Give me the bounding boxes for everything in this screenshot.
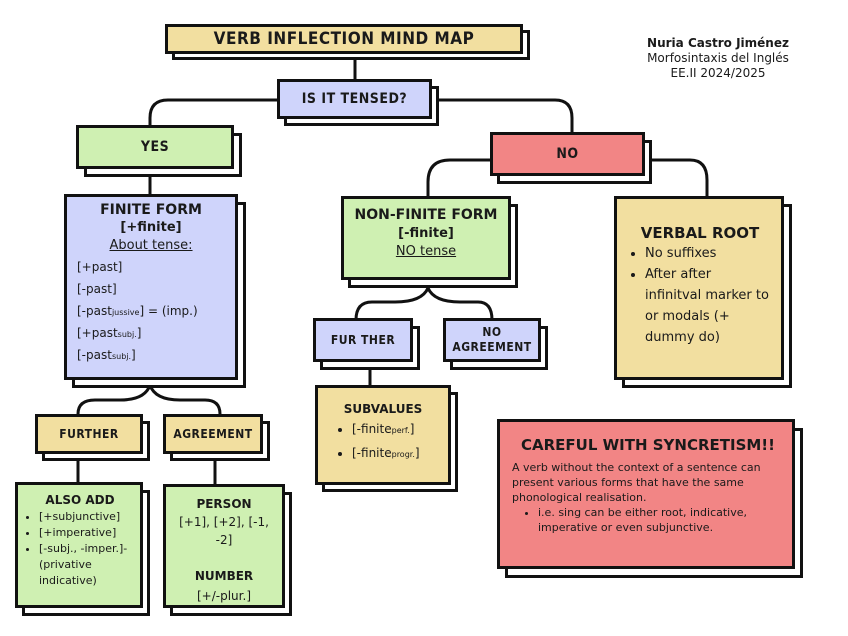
subvalues-box: SUBVALUES [-finiteperf.] [-finiteprogr.] bbox=[315, 385, 451, 485]
about-tense-heading: About tense: bbox=[109, 238, 193, 253]
author-name: Nuria Castro Jiménez bbox=[647, 36, 789, 50]
non-finite-form-box: NON-FINITE FORM [-finite] NO tense bbox=[341, 196, 511, 280]
person-title: PERSON bbox=[196, 497, 252, 511]
syncretism-title: CAREFUL WITH SYNCRETISM!! bbox=[520, 436, 775, 454]
subvalues-list: [-finiteperf.] [-finiteprogr.] bbox=[336, 418, 442, 466]
finite-feature: [+finite] bbox=[120, 220, 182, 235]
subvalues-title: SUBVALUES bbox=[343, 402, 423, 416]
author-group-year: EE.II 2024/2025 bbox=[670, 66, 766, 80]
tense-value: [+past] bbox=[77, 260, 123, 274]
tense-value: [+pastsubj.] bbox=[77, 326, 142, 340]
also-add-item: [-subj., -imper.]- (privative indicative… bbox=[39, 541, 134, 589]
no-tense-note: NO tense bbox=[395, 244, 457, 259]
syncretism-list: i.e. sing can be either root, indicative… bbox=[512, 505, 784, 535]
tense-values-list: [+past] [-past] [-pastjussive] = (imp.) … bbox=[77, 257, 225, 367]
syncretism-text: A verb without the context of a sentence… bbox=[512, 461, 761, 504]
person-values: [+1], [+2], [-1, -2] bbox=[179, 515, 269, 547]
also-add-item: [+imperative] bbox=[39, 525, 134, 541]
further-box: FURTHER bbox=[35, 414, 143, 454]
connector-no-root bbox=[652, 158, 709, 196]
title-text: VERB INFLECTION MIND MAP bbox=[213, 29, 475, 49]
non-finite-title: NON-FINITE FORM bbox=[354, 207, 498, 223]
syncretism-example: i.e. sing can be either root, indicative… bbox=[538, 505, 784, 535]
no-agreement-line-1: NO bbox=[482, 325, 502, 339]
also-add-title: ALSO ADD bbox=[45, 493, 115, 507]
author-course: Morfosintaxis del Inglés bbox=[647, 51, 789, 65]
verbal-root-box: VERBAL ROOT No suffixes After after infi… bbox=[614, 196, 784, 380]
number-values: [+/-plur.] bbox=[197, 589, 251, 603]
question-text: IS IT TENSED? bbox=[301, 91, 408, 107]
verbal-root-title: VERBAL ROOT bbox=[640, 224, 760, 242]
question-box: IS IT TENSED? bbox=[277, 79, 432, 119]
also-add-box: ALSO ADD [+subjunctive] [+imperative] [-… bbox=[15, 482, 143, 608]
verbal-root-item: After after infinitval marker to or moda… bbox=[645, 264, 771, 348]
connector-question-no bbox=[432, 98, 574, 132]
finite-form-box: FINITE FORM [+finite] About tense: [+pas… bbox=[64, 194, 238, 380]
non-finite-feature: [-finite] bbox=[398, 226, 454, 241]
title-box: VERB INFLECTION MIND MAP bbox=[165, 24, 523, 54]
further-label: FURTHER bbox=[59, 427, 119, 441]
finite-form-title: FINITE FORM bbox=[100, 202, 202, 218]
no-agreement-box: NO AGREEMENT bbox=[443, 318, 541, 362]
number-title: NUMBER bbox=[194, 569, 254, 583]
also-add-list: [+subjunctive] [+imperative] [-subj., -i… bbox=[26, 509, 134, 589]
person-number-box: PERSON [+1], [+2], [-1, -2] NUMBER [+/-p… bbox=[163, 484, 285, 608]
no-label: NO bbox=[556, 146, 579, 162]
no-agreement-line-2: AGREEMENT bbox=[452, 340, 532, 354]
subvalue-item: [-finiteperf.] bbox=[352, 418, 442, 442]
syncretism-box: CAREFUL WITH SYNCRETISM!! A verb without… bbox=[497, 419, 795, 569]
tense-value: [-pastjussive] = (imp.) bbox=[77, 304, 198, 318]
author-block: Nuria Castro Jiménez Morfosintaxis del I… bbox=[618, 36, 818, 81]
verbal-root-item: No suffixes bbox=[645, 243, 771, 264]
also-add-item: [+subjunctive] bbox=[39, 509, 134, 525]
no-agreement-label: NO AGREEMENT bbox=[446, 321, 538, 359]
connector-question-yes bbox=[148, 98, 278, 126]
agreement-label: AGREEMENT bbox=[173, 427, 253, 441]
yes-label: YES bbox=[140, 139, 170, 155]
agreement-box: AGREEMENT bbox=[163, 414, 263, 454]
connector-no-nonfinite bbox=[426, 158, 492, 196]
tense-value: [-pastsubj.] bbox=[77, 348, 136, 362]
verbal-root-list: No suffixes After after infinitval marke… bbox=[629, 243, 771, 348]
no-box: NO bbox=[490, 132, 645, 176]
subvalue-item: [-finiteprogr.] bbox=[352, 442, 442, 466]
nf-further-label: FUR THER bbox=[330, 333, 396, 347]
connector-nonfinite-brace bbox=[354, 287, 430, 321]
yes-box: YES bbox=[76, 125, 234, 169]
nf-further-box: FUR THER bbox=[313, 318, 413, 362]
tense-value: [-past] bbox=[77, 282, 117, 296]
connector-finite-brace bbox=[76, 384, 152, 415]
